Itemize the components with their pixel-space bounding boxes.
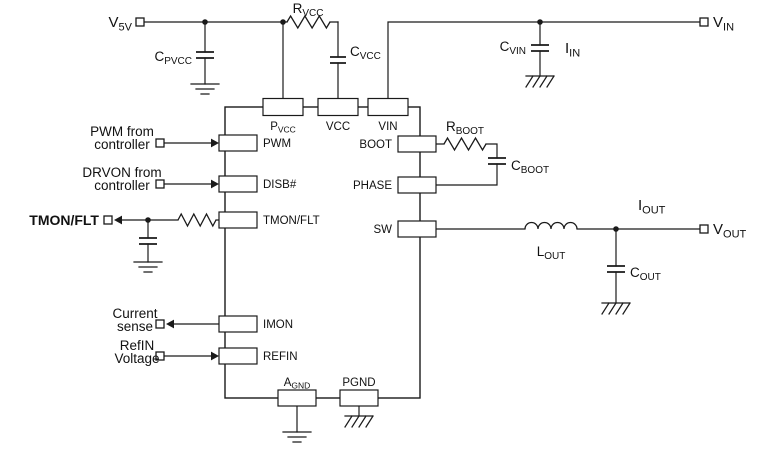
label-cvin: CVIN — [500, 39, 526, 57]
terminal-refin — [155, 351, 165, 361]
wire-cboot-phase — [435, 163, 498, 186]
resistor-rvcc — [286, 14, 331, 30]
arrow-tmon-out-icon — [114, 215, 122, 225]
pin-label-phase: PHASE — [353, 180, 392, 192]
junction-dot — [202, 19, 208, 25]
pin-label-boot: BOOT — [359, 139, 392, 151]
terminal-pwm — [155, 138, 165, 148]
capacitor-cout — [607, 265, 625, 273]
pin-label-imon: IMON — [263, 319, 293, 331]
terminal-vin — [699, 17, 709, 27]
pin-box-phase — [397, 176, 437, 194]
signal-pwm-from-line2: controller — [94, 137, 150, 152]
signal-refin-voltage-line2: Voltage — [114, 351, 159, 366]
wire-boot — [435, 143, 498, 159]
capacitor-cpvcc — [196, 51, 214, 59]
ground-pgnd-icon — [344, 415, 374, 428]
signal-tmon-flt: TMON/FLT — [29, 212, 99, 228]
label-rvcc: RVCC — [293, 1, 324, 19]
pin-label-vin: VIN — [378, 121, 397, 133]
capacitor-cvin — [531, 44, 549, 52]
label-iout: IOUT — [638, 197, 666, 217]
ground-agnd-icon — [282, 431, 312, 443]
pin-label-refin: REFIN — [263, 351, 298, 363]
ground-tmon-icon — [133, 261, 163, 273]
junction-dot — [537, 19, 543, 25]
signal-drvon-from-line2: controller — [94, 178, 150, 193]
label-lout: LOUT — [537, 244, 566, 262]
capacitor-tmon — [139, 237, 157, 245]
resistor-rboot — [443, 136, 487, 152]
pin-box-imon — [218, 315, 258, 333]
pin-box-vcc — [317, 97, 359, 117]
pin-box-vin — [367, 97, 409, 117]
capacitor-cvcc — [330, 56, 346, 64]
pin-box-agnd — [277, 389, 317, 407]
arrow-pwm-in-icon — [211, 138, 219, 148]
pin-box-tmon — [218, 211, 258, 229]
pin-box-disb — [218, 175, 258, 193]
capacitor-cboot — [488, 157, 506, 165]
pin-label-pwm: PWM — [263, 138, 291, 150]
terminal-drvon — [155, 179, 165, 189]
pin-label-pvcc: PVCC — [270, 121, 296, 135]
signal-current-sense-line2: sense — [117, 319, 153, 334]
label-cpvcc: CPVCC — [154, 49, 192, 67]
label-vout: VOUT — [713, 221, 747, 241]
signal-refin-voltage-line1: RefIN — [120, 338, 155, 353]
ground-cout-icon — [601, 302, 631, 315]
pin-label-disb: DISB# — [263, 179, 297, 191]
inductor-lout — [524, 221, 578, 230]
signal-pwm-from-line1: PWM from — [90, 124, 154, 139]
pin-box-sw — [397, 220, 437, 238]
pin-label-pgnd: PGND — [342, 377, 375, 389]
pin-box-pgnd — [339, 389, 379, 407]
junction-dot — [613, 226, 619, 232]
label-v5v: V5V — [109, 14, 133, 34]
wires — [121, 21, 701, 433]
pin-box-pvcc — [262, 97, 304, 117]
terminal-imon — [155, 319, 165, 329]
signal-drvon-from-line1: DRVON from — [82, 165, 161, 180]
pin-box-pwm — [218, 134, 258, 152]
terminal-v5v — [135, 17, 145, 27]
pin-label-tmon-flt: TMON/FLT — [263, 215, 320, 227]
resistor-tmon — [177, 212, 217, 228]
pin-label-agnd: AGND — [284, 377, 311, 391]
label-rboot: RBOOT — [446, 119, 484, 137]
arrow-refin-in-icon — [211, 351, 219, 361]
junction-dot — [145, 217, 151, 223]
signal-current-sense-line1: Current — [112, 306, 157, 321]
pin-label-vcc: VCC — [326, 121, 350, 133]
label-iin: IIN — [565, 40, 580, 60]
ground-cpvcc-icon — [190, 83, 220, 95]
pin-box-boot — [397, 135, 437, 153]
terminal-vout — [699, 224, 709, 234]
arrow-imon-out-icon — [166, 319, 174, 329]
label-vin: VIN — [713, 14, 734, 34]
label-cboot: CBOOT — [511, 158, 549, 176]
pin-box-refin — [218, 347, 258, 365]
wire-vin-rail — [387, 21, 701, 100]
junction-dot — [280, 19, 286, 25]
label-cvcc: CVCC — [350, 44, 381, 62]
pin-label-sw: SW — [373, 224, 392, 236]
label-cout: COUT — [630, 265, 661, 283]
arrow-drvon-in-icon — [211, 179, 219, 189]
terminal-tmon — [103, 215, 113, 225]
ground-cvin-icon — [525, 75, 555, 88]
